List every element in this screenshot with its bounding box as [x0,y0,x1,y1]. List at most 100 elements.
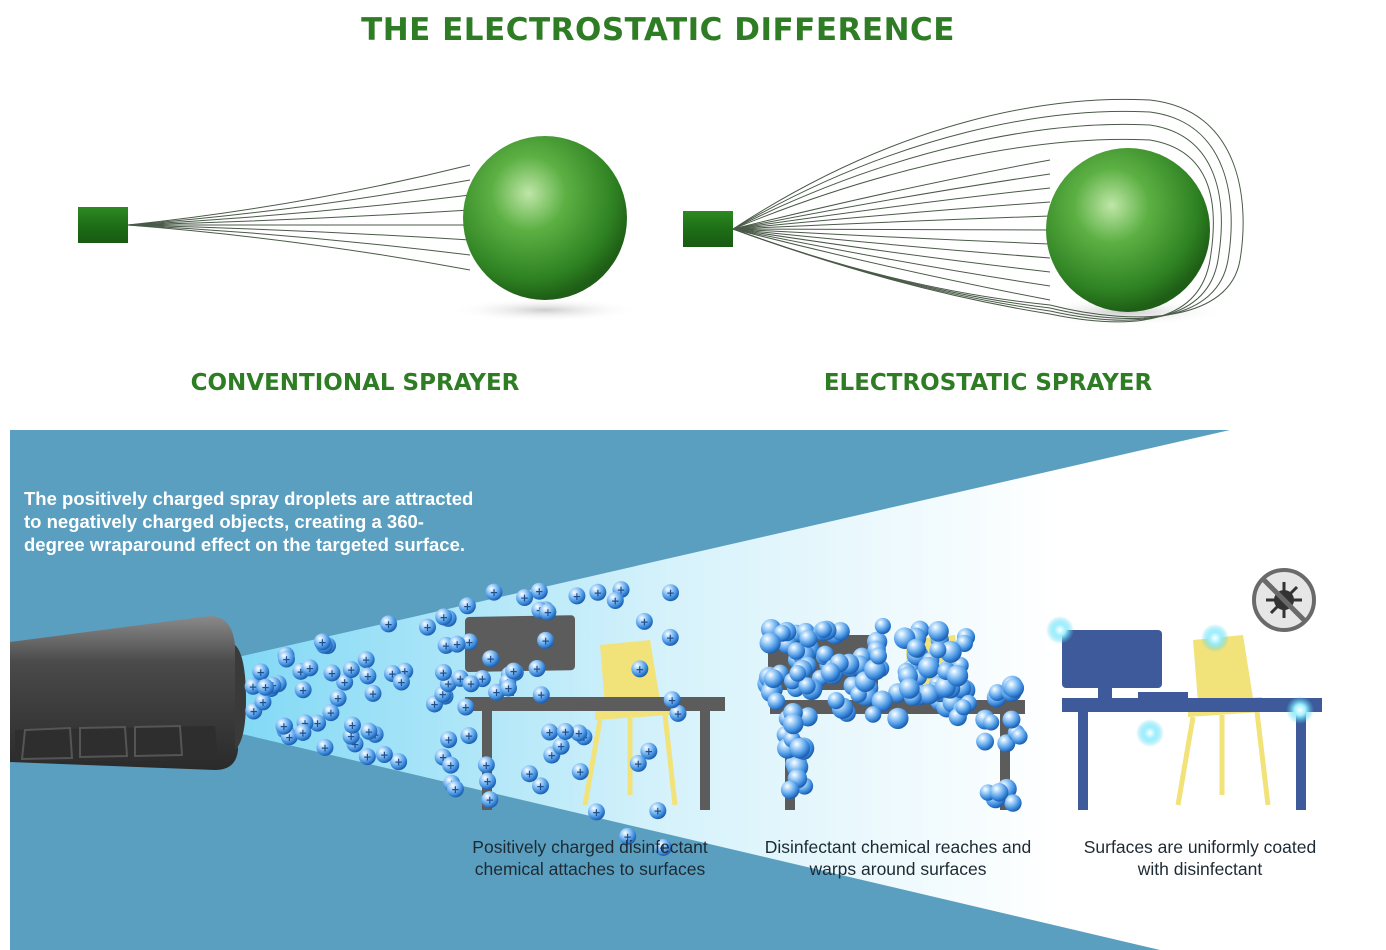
svg-text:+: + [439,613,448,624]
svg-text:+: + [365,727,374,738]
svg-text:+: + [645,747,654,758]
svg-text:+: + [282,655,291,666]
sparkle-icon [1046,616,1314,747]
svg-text:+: + [490,588,499,599]
electrostatic-spray-lines [732,98,1244,323]
electrostatic-nozzle [683,211,733,247]
svg-text:+: + [463,602,472,613]
svg-text:+: + [545,728,554,739]
conventional-nozzle [78,207,128,243]
svg-text:+: + [483,777,492,788]
svg-text:+: + [364,672,373,683]
conventional-target-sphere [463,136,627,300]
svg-text:+: + [482,761,491,772]
caption-coated: Surfaces are uniformly coated with disin… [1055,836,1345,880]
svg-text:+: + [318,638,327,649]
svg-text:+: + [384,620,393,631]
svg-text:+: + [249,707,258,718]
svg-text:+: + [423,623,432,634]
svg-text:+: + [439,753,448,764]
svg-text:+: + [576,768,585,779]
svg-text:+: + [321,743,330,754]
svg-text:+: + [611,597,620,608]
intro-text: The positively charged spray droplets ar… [24,488,474,555]
svg-text:+: + [533,665,542,676]
svg-text:+: + [444,736,453,747]
no-germs-icon [1252,568,1316,632]
caption-attach-line1: Positively charged disinfectant [472,837,708,857]
svg-text:+: + [439,690,448,701]
svg-text:+: + [348,721,357,732]
svg-text:+: + [313,719,322,730]
svg-text:+: + [537,691,546,702]
svg-text:+: + [334,694,343,705]
svg-text:+: + [394,758,403,769]
svg-text:+: + [369,689,378,700]
caption-attach-line2: chemical attaches to surfaces [474,859,706,879]
svg-text:+: + [544,608,553,619]
svg-text:+: + [486,796,495,807]
svg-text:+: + [561,727,570,738]
process-panel: + + + + + + + + + + + + + + + + + + + + + + + + + + + + + + + + + + + + + + + +… [10,430,1336,950]
svg-text:+: + [462,703,471,714]
svg-text:+: + [397,678,406,689]
svg-text:+: + [306,664,315,675]
svg-text:+: + [347,732,356,743]
svg-text:+: + [442,641,451,652]
svg-text:+: + [451,785,460,796]
svg-text:+: + [299,686,308,697]
svg-text:+: + [456,674,465,685]
svg-text:+: + [328,669,337,680]
svg-text:+: + [340,678,349,689]
svg-text:+: + [446,761,455,772]
svg-text:+: + [439,668,448,679]
svg-text:+: + [347,666,356,677]
svg-text:+: + [363,753,372,764]
svg-text:+: + [297,667,306,678]
svg-text:+: + [654,807,663,818]
svg-text:+: + [465,732,474,743]
svg-text:+: + [453,640,462,651]
svg-text:+: + [623,832,632,843]
caption-wrap: Disinfectant chemical reaches and warps … [738,836,1058,880]
svg-text:+: + [299,728,308,739]
svg-text:+: + [659,843,668,854]
conventional-sprayer-label: CONVENTIONAL SPRAYER [190,370,520,396]
svg-text:+: + [492,688,501,699]
svg-text:+: + [259,698,268,709]
svg-text:+: + [256,668,265,679]
comparison-diagram [78,98,1244,326]
svg-text:+: + [617,586,626,597]
svg-text:+: + [327,709,336,720]
svg-text:+: + [640,617,649,628]
svg-text:+: + [666,589,675,600]
svg-text:+: + [575,729,584,740]
svg-text:+: + [467,680,476,691]
svg-text:+: + [541,636,550,647]
main-title: THE ELECTROSTATIC DIFFERENCE [361,12,955,48]
svg-text:+: + [351,740,360,751]
caption-wrap-line1: Disinfectant chemical reaches and [764,837,1032,857]
svg-text:+: + [285,733,294,744]
svg-text:+: + [674,709,683,720]
electrostatic-sprayer-diagram [683,98,1244,326]
sprayer-gun [10,616,246,770]
svg-text:+: + [592,808,601,819]
svg-text:+: + [535,587,544,598]
svg-text:+: + [465,638,474,649]
svg-text:+: + [444,680,453,691]
electrostatic-sprayer-label: ELECTROSTATIC SPRAYER [823,370,1153,396]
svg-text:+: + [486,655,495,666]
process-illustration: + + + + + + + + + + + + + + + + + + + + + + + + + + + + + + + + + + + + + + + +… [10,430,1336,950]
svg-text:+: + [261,683,270,694]
svg-text:+: + [548,751,557,762]
caption-coated-line1: Surfaces are uniformly coated [1083,837,1317,857]
svg-text:+: + [280,722,289,733]
svg-text:+: + [478,675,487,686]
svg-text:+: + [388,669,397,680]
electrostatic-target-sphere [1046,148,1210,312]
svg-text:+: + [634,759,643,770]
svg-text:+: + [504,684,513,695]
svg-text:+: + [573,592,582,603]
svg-text:+: + [430,700,439,711]
